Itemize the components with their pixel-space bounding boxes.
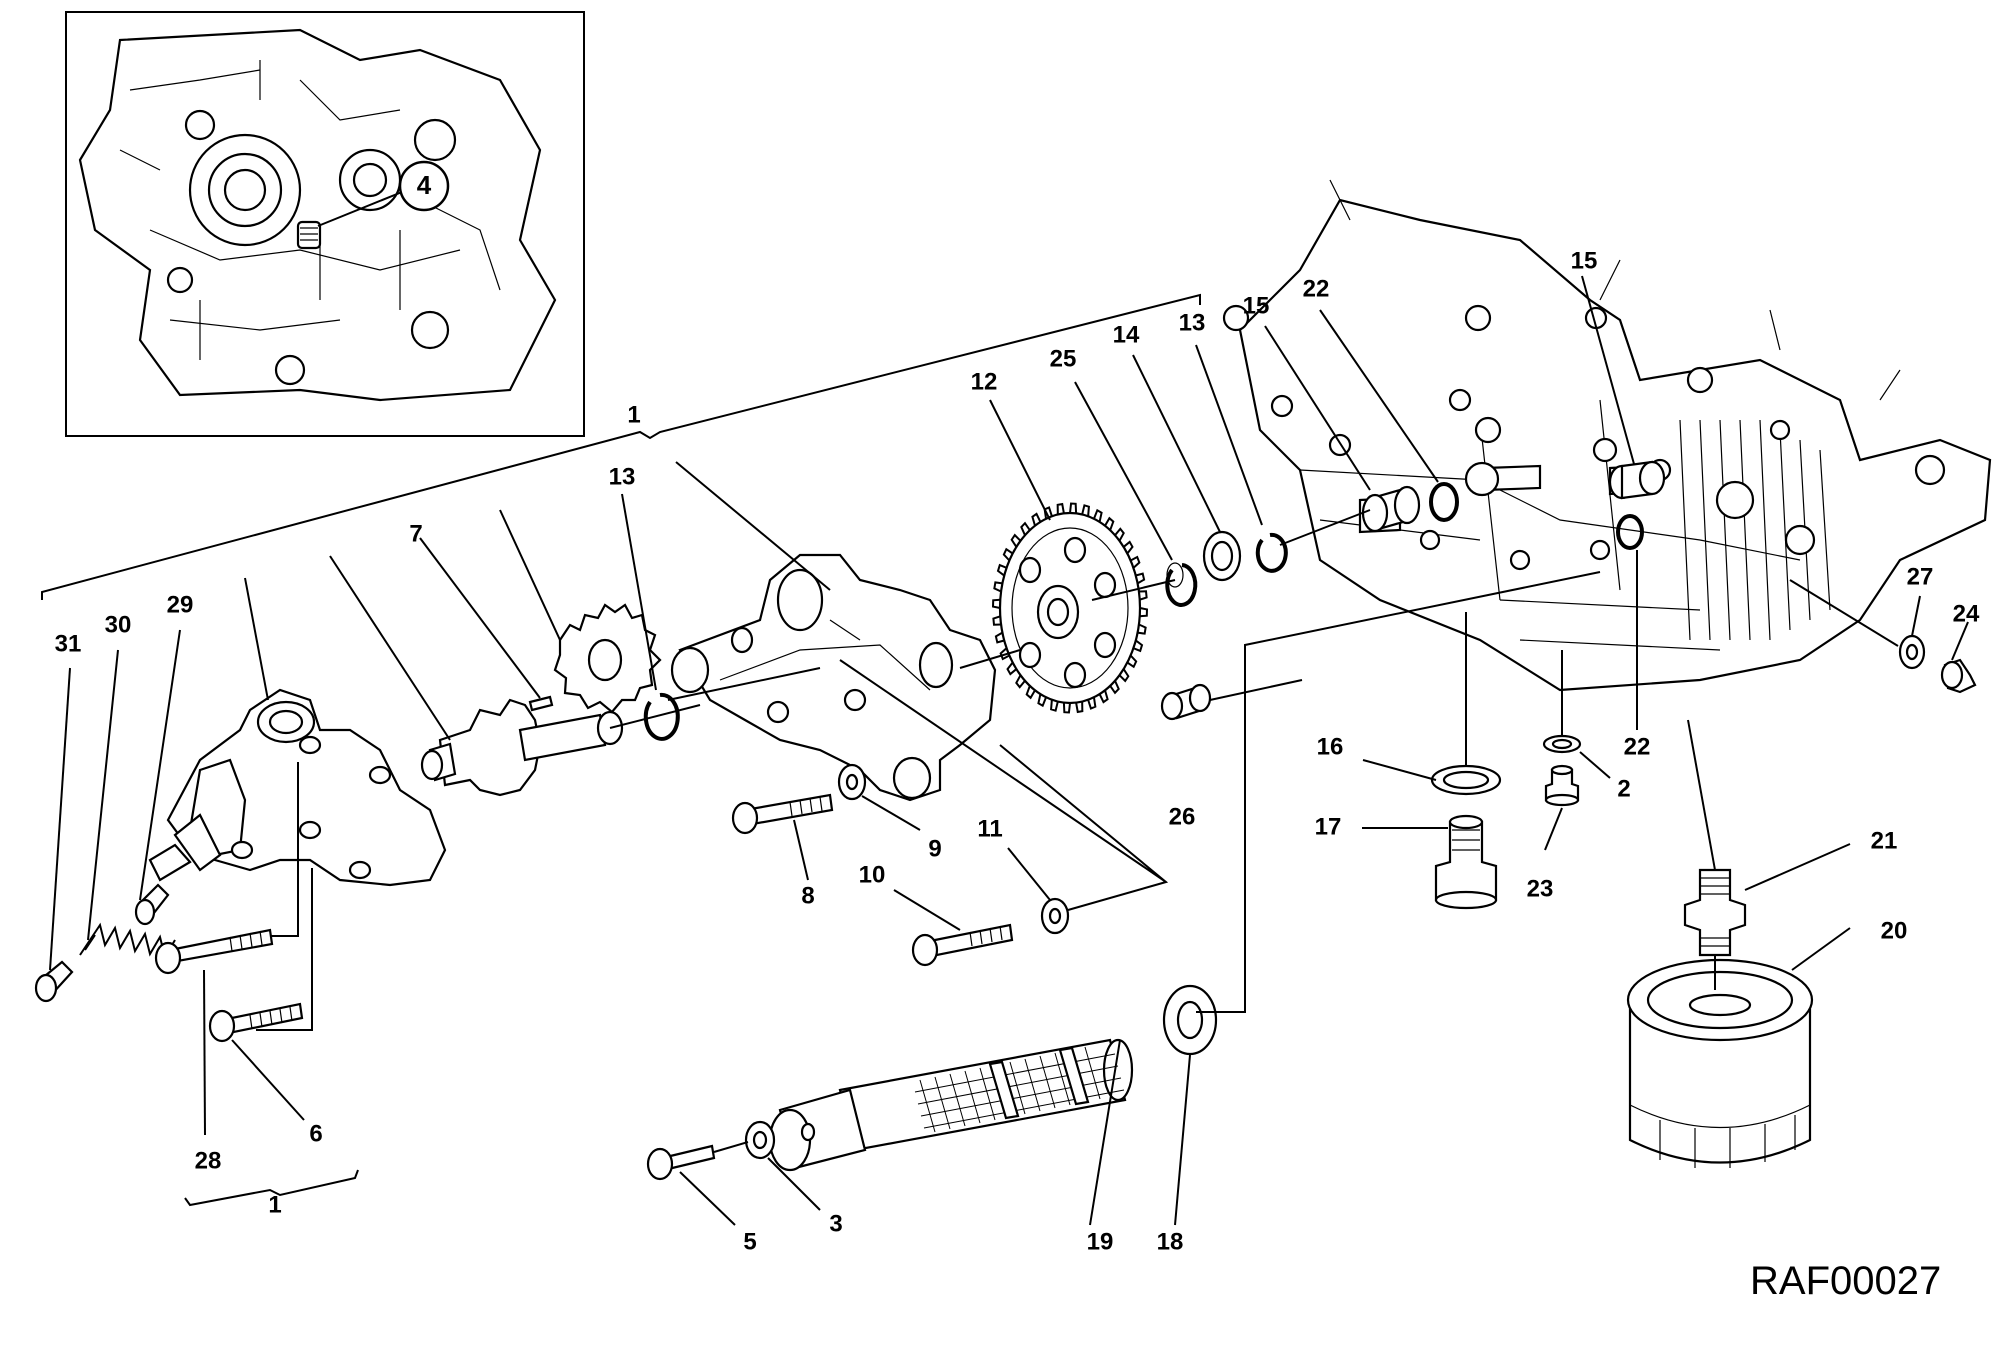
- callout-13-right: 13: [1179, 309, 1206, 336]
- oil-filter-20: [1626, 958, 1814, 1168]
- oil-pump-gear-12: [991, 502, 1149, 714]
- callout-31: 31: [55, 630, 82, 657]
- callout-25: 25: [1050, 345, 1077, 372]
- callout-30: 30: [105, 611, 132, 638]
- callout-14: 14: [1113, 321, 1140, 348]
- callout-11: 11: [977, 815, 1002, 842]
- callout-10: 10: [859, 861, 886, 888]
- crankcase-right-half: [1222, 179, 1992, 692]
- washer-3: [744, 1120, 776, 1160]
- callout-19: 19: [1087, 1228, 1114, 1255]
- callout-7: 7: [409, 520, 422, 547]
- callout-22-bottom: 22: [1624, 733, 1651, 760]
- screw-8: [731, 793, 834, 835]
- callout-27: 27: [1907, 563, 1934, 590]
- callout-16: 16: [1317, 733, 1344, 760]
- callout-1-bottom: 1: [268, 1191, 281, 1218]
- screw-28: [154, 928, 274, 975]
- gear-12-teeth: [991, 502, 1149, 714]
- callout-labels: 4 1 13 7 31 30 29 12 25 14 13 15 22 15 2…: [55, 170, 1980, 1255]
- plug-23: [1544, 764, 1580, 807]
- leader-lines: [41, 275, 1969, 1226]
- o-ring-22-right: [1616, 514, 1644, 550]
- callout-15-right: 15: [1571, 247, 1598, 274]
- valve-cap-29: [134, 883, 170, 926]
- dowel-26: [1160, 683, 1212, 721]
- callout-26: 26: [1169, 803, 1196, 830]
- washer-14: [1202, 530, 1242, 582]
- o-ring-22-left: [1429, 482, 1459, 522]
- oil-pump-shaft-gear: [420, 698, 624, 797]
- relief-spring-30: [79, 922, 176, 960]
- washer-18: [1162, 984, 1218, 1056]
- washer-27: [1898, 634, 1926, 670]
- oil-pump-cover: [148, 688, 447, 887]
- callout-1-main: 1: [627, 401, 640, 428]
- circlip-13-right: [1255, 532, 1288, 573]
- screw-5: [646, 1144, 716, 1181]
- callout-21: 21: [1871, 827, 1898, 854]
- callout-9: 9: [928, 835, 941, 862]
- callout-23: 23: [1527, 875, 1554, 902]
- callout-29: 29: [167, 591, 194, 618]
- callout-5: 5: [743, 1228, 756, 1255]
- callout-13-left: 13: [609, 463, 636, 490]
- callout-20: 20: [1881, 917, 1908, 944]
- callout-17: 17: [1315, 813, 1342, 840]
- oil-pump-body: [670, 553, 997, 802]
- callout-12: 12: [971, 368, 998, 395]
- callout-3: 3: [829, 1210, 842, 1237]
- key-pin: [528, 695, 554, 712]
- oil-strainer-19: [768, 1038, 1134, 1172]
- drawing-code: RAF00027: [1750, 1259, 1941, 1303]
- plug-31: [34, 960, 74, 1003]
- callout-2: 2: [1617, 775, 1630, 802]
- bushing-15-left: [1361, 485, 1421, 533]
- screw-6: [208, 1002, 304, 1043]
- callout-24: 24: [1953, 600, 1980, 627]
- drain-plug-17: [1434, 814, 1498, 910]
- washer-9: [837, 763, 867, 801]
- callout-6: 6: [309, 1120, 322, 1147]
- inset-crankcase-view: [65, 11, 585, 437]
- snap-ring-25: [1165, 562, 1198, 607]
- callout-22-top: 22: [1303, 275, 1330, 302]
- callout-18: 18: [1157, 1228, 1184, 1255]
- callout-8: 8: [801, 882, 814, 909]
- washer-11: [1040, 897, 1070, 935]
- washer-2: [1542, 734, 1582, 754]
- nipple-21: [1683, 868, 1747, 957]
- callout-4: 4: [417, 170, 432, 200]
- screw-24: [1940, 658, 1977, 694]
- screw-10: [911, 923, 1014, 967]
- bushing-15-right: [1608, 460, 1666, 500]
- callout-28: 28: [195, 1147, 222, 1174]
- driven-gear-pinion: [553, 603, 662, 714]
- washer-16: [1430, 764, 1502, 796]
- callout-15-left: 15: [1243, 292, 1270, 319]
